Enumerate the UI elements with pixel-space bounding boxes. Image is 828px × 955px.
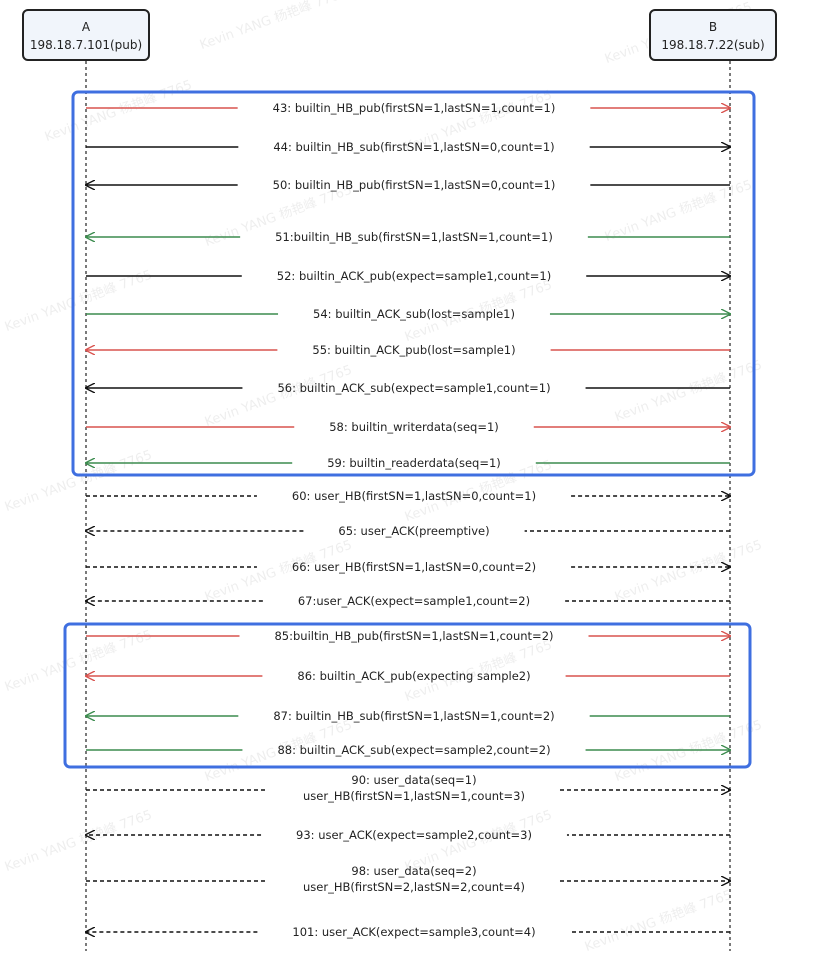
message-label: 54: builtin_ACK_sub(lost=sample1) <box>313 307 515 321</box>
message-m52: 52: builtin_ACK_pub(expect=sample1,count… <box>86 269 730 283</box>
message-m86: 86: builtin_ACK_pub(expecting sample2) <box>86 669 730 683</box>
message-m90: 90: user_data(seq=1) user_HB(firstSN=1,la… <box>86 773 730 803</box>
actor-b-name: B <box>708 20 718 34</box>
message-label: 59: builtin_readerdata(seq=1) <box>327 456 501 470</box>
message-label: 98: user_data(seq=2) <box>351 864 476 878</box>
message-m87: 87: builtin_HB_sub(firstSN=1,lastSN=1,co… <box>86 709 730 723</box>
message-label: 51:builtin_HB_sub(firstSN=1,lastSN=1,cou… <box>275 230 553 244</box>
message-label: user_HB(firstSN=1,lastSN=1,count=3) <box>303 789 525 803</box>
message-label: 87: builtin_HB_sub(firstSN=1,lastSN=1,co… <box>273 709 554 723</box>
message-label: 88: builtin_ACK_sub(expect=sample2,count… <box>277 743 550 757</box>
message-label: 93: user_ACK(expect=sample2,count=3) <box>296 828 532 842</box>
message-m58: 58: builtin_writerdata(seq=1) <box>86 420 730 434</box>
message-m55: 55: builtin_ACK_pub(lost=sample1) <box>86 343 730 357</box>
message-label: 90: user_data(seq=1) <box>351 773 476 787</box>
message-label: 60: user_HB(firstSN=1,lastSN=0,count=1) <box>292 489 536 503</box>
message-m51: 51:builtin_HB_sub(firstSN=1,lastSN=1,cou… <box>86 230 730 244</box>
actor-b-box: B 198.18.7.22(sub) <box>649 9 777 61</box>
message-label: 86: builtin_ACK_pub(expecting sample2) <box>297 669 530 683</box>
message-m93: 93: user_ACK(expect=sample2,count=3) <box>86 828 730 842</box>
message-label: 52: builtin_ACK_pub(expect=sample1,count… <box>277 269 551 283</box>
message-label: 65: user_ACK(preemptive) <box>338 524 489 538</box>
message-m88: 88: builtin_ACK_sub(expect=sample2,count… <box>86 743 730 757</box>
message-label: 85:builtin_HB_pub(firstSN=1,lastSN=1,cou… <box>274 629 553 643</box>
message-m50: 50: builtin_HB_pub(firstSN=1,lastSN=0,co… <box>86 178 730 192</box>
message-label: 44: builtin_HB_sub(firstSN=1,lastSN=0,co… <box>273 140 554 154</box>
message-m44: 44: builtin_HB_sub(firstSN=1,lastSN=0,co… <box>86 140 730 154</box>
message-m66: 66: user_HB(firstSN=1,lastSN=0,count=2) <box>86 560 730 574</box>
message-m101: 101: user_ACK(expect=sample3,count=4) <box>86 925 730 939</box>
message-label: 67:user_ACK(expect=sample1,count=2) <box>298 594 530 608</box>
message-m98: 98: user_data(seq=2) user_HB(firstSN=2,la… <box>86 864 730 894</box>
message-m60: 60: user_HB(firstSN=1,lastSN=0,count=1) <box>86 489 730 503</box>
actor-b-address: 198.18.7.22(sub) <box>661 38 765 52</box>
lifelines <box>85 61 731 951</box>
message-m54: 54: builtin_ACK_sub(lost=sample1) <box>86 307 730 321</box>
actor-a-box: A 198.18.7.101(pub) <box>22 9 150 61</box>
messages: 43: builtin_HB_pub(firstSN=1,lastSN=1,co… <box>86 101 730 939</box>
actor-a-name: A <box>81 20 91 34</box>
message-group-box-1 <box>71 90 756 477</box>
message-m65: 65: user_ACK(preemptive) <box>86 524 730 538</box>
message-label: 66: user_HB(firstSN=1,lastSN=0,count=2) <box>292 560 536 574</box>
message-group-box-2 <box>63 622 752 769</box>
message-label: user_HB(firstSN=2,lastSN=2,count=4) <box>303 880 525 894</box>
message-label: 101: user_ACK(expect=sample3,count=4) <box>292 925 535 939</box>
message-label: 50: builtin_HB_pub(firstSN=1,lastSN=0,co… <box>273 178 556 192</box>
message-m67: 67:user_ACK(expect=sample1,count=2) <box>86 594 730 608</box>
message-m85: 85:builtin_HB_pub(firstSN=1,lastSN=1,cou… <box>86 629 730 643</box>
message-m56: 56: builtin_ACK_sub(expect=sample1,count… <box>86 381 730 395</box>
message-m59: 59: builtin_readerdata(seq=1) <box>86 456 730 470</box>
message-groups <box>63 90 756 769</box>
message-label: 55: builtin_ACK_pub(lost=sample1) <box>312 343 515 357</box>
message-label: 56: builtin_ACK_sub(expect=sample1,count… <box>277 381 550 395</box>
message-label: 58: builtin_writerdata(seq=1) <box>329 420 499 434</box>
message-label: 43: builtin_HB_pub(firstSN=1,lastSN=1,co… <box>273 101 556 115</box>
message-m43: 43: builtin_HB_pub(firstSN=1,lastSN=1,co… <box>86 101 730 115</box>
actor-a-address: 198.18.7.101(pub) <box>29 38 143 52</box>
